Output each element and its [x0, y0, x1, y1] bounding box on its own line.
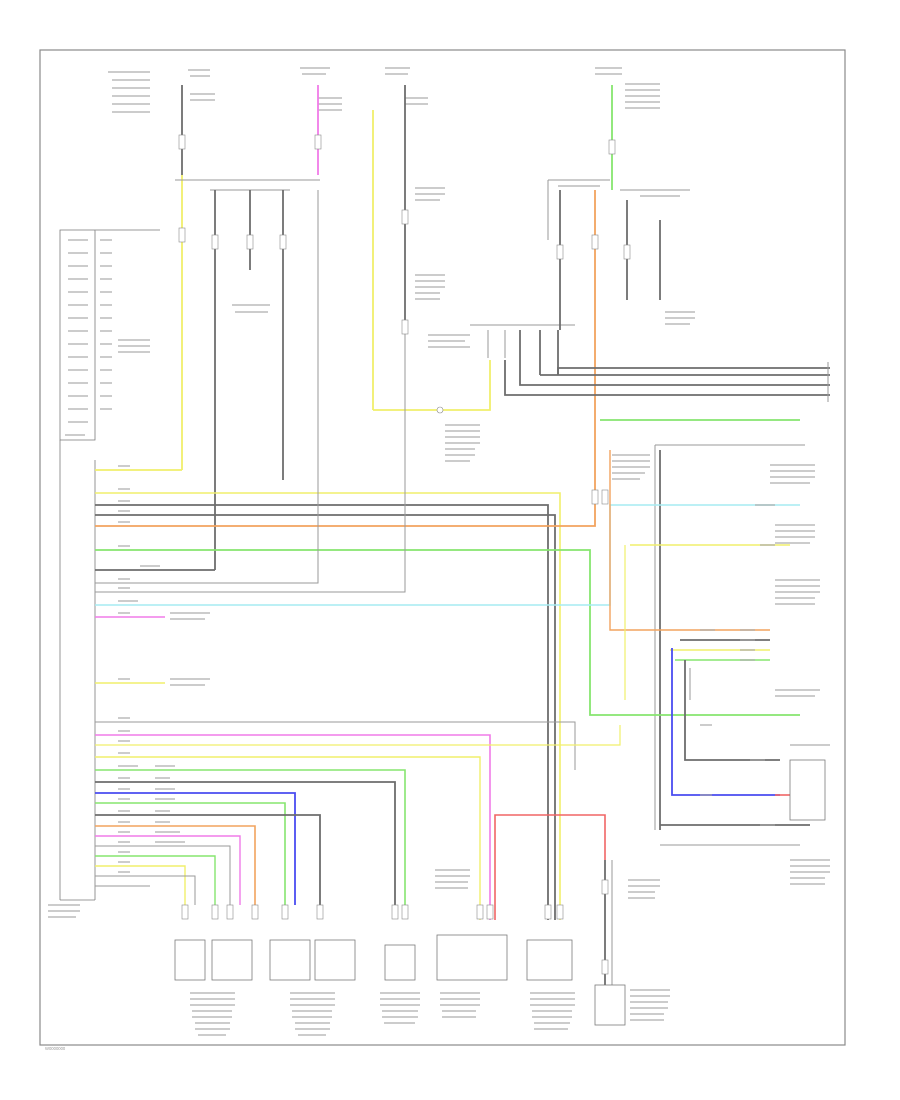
fuse-label-4 — [595, 67, 660, 109]
data-link-right — [600, 419, 830, 885]
sensor-rear — [494, 814, 670, 1026]
ecu-upper-pins — [68, 239, 88, 423]
sensor-center-switch — [435, 869, 508, 1018]
ecu-name-label — [48, 904, 80, 918]
ecu-wires — [95, 190, 800, 920]
sensor-yaw-rate — [526, 939, 575, 1030]
sensor-front-left — [174, 939, 253, 1036]
fuse-labels-middle — [415, 187, 445, 300]
ecu-wire-tags — [118, 465, 210, 873]
junction-connector-block — [428, 324, 575, 375]
ecu-block — [48, 229, 160, 918]
page-code: W0000000 — [45, 1046, 66, 1051]
ecu-side-labels — [65, 239, 150, 436]
fuse-label-2 — [300, 67, 342, 111]
right-relay-feeds — [559, 189, 695, 480]
fuse-feeds — [181, 85, 613, 470]
fuse-group-left — [108, 67, 660, 113]
sensor-front-right — [269, 939, 356, 1036]
connector-marks — [178, 134, 631, 975]
diagram-frame — [39, 49, 846, 1046]
sensor-acceleration — [380, 944, 420, 1024]
right-colored-feeds — [609, 450, 826, 846]
right-wire-tags — [700, 504, 775, 846]
right-harness — [504, 360, 830, 402]
fuse-label-1 — [108, 69, 215, 113]
yellow-loop — [373, 360, 491, 462]
fuse-label-3 — [385, 67, 428, 105]
center-ground-label — [232, 304, 270, 313]
